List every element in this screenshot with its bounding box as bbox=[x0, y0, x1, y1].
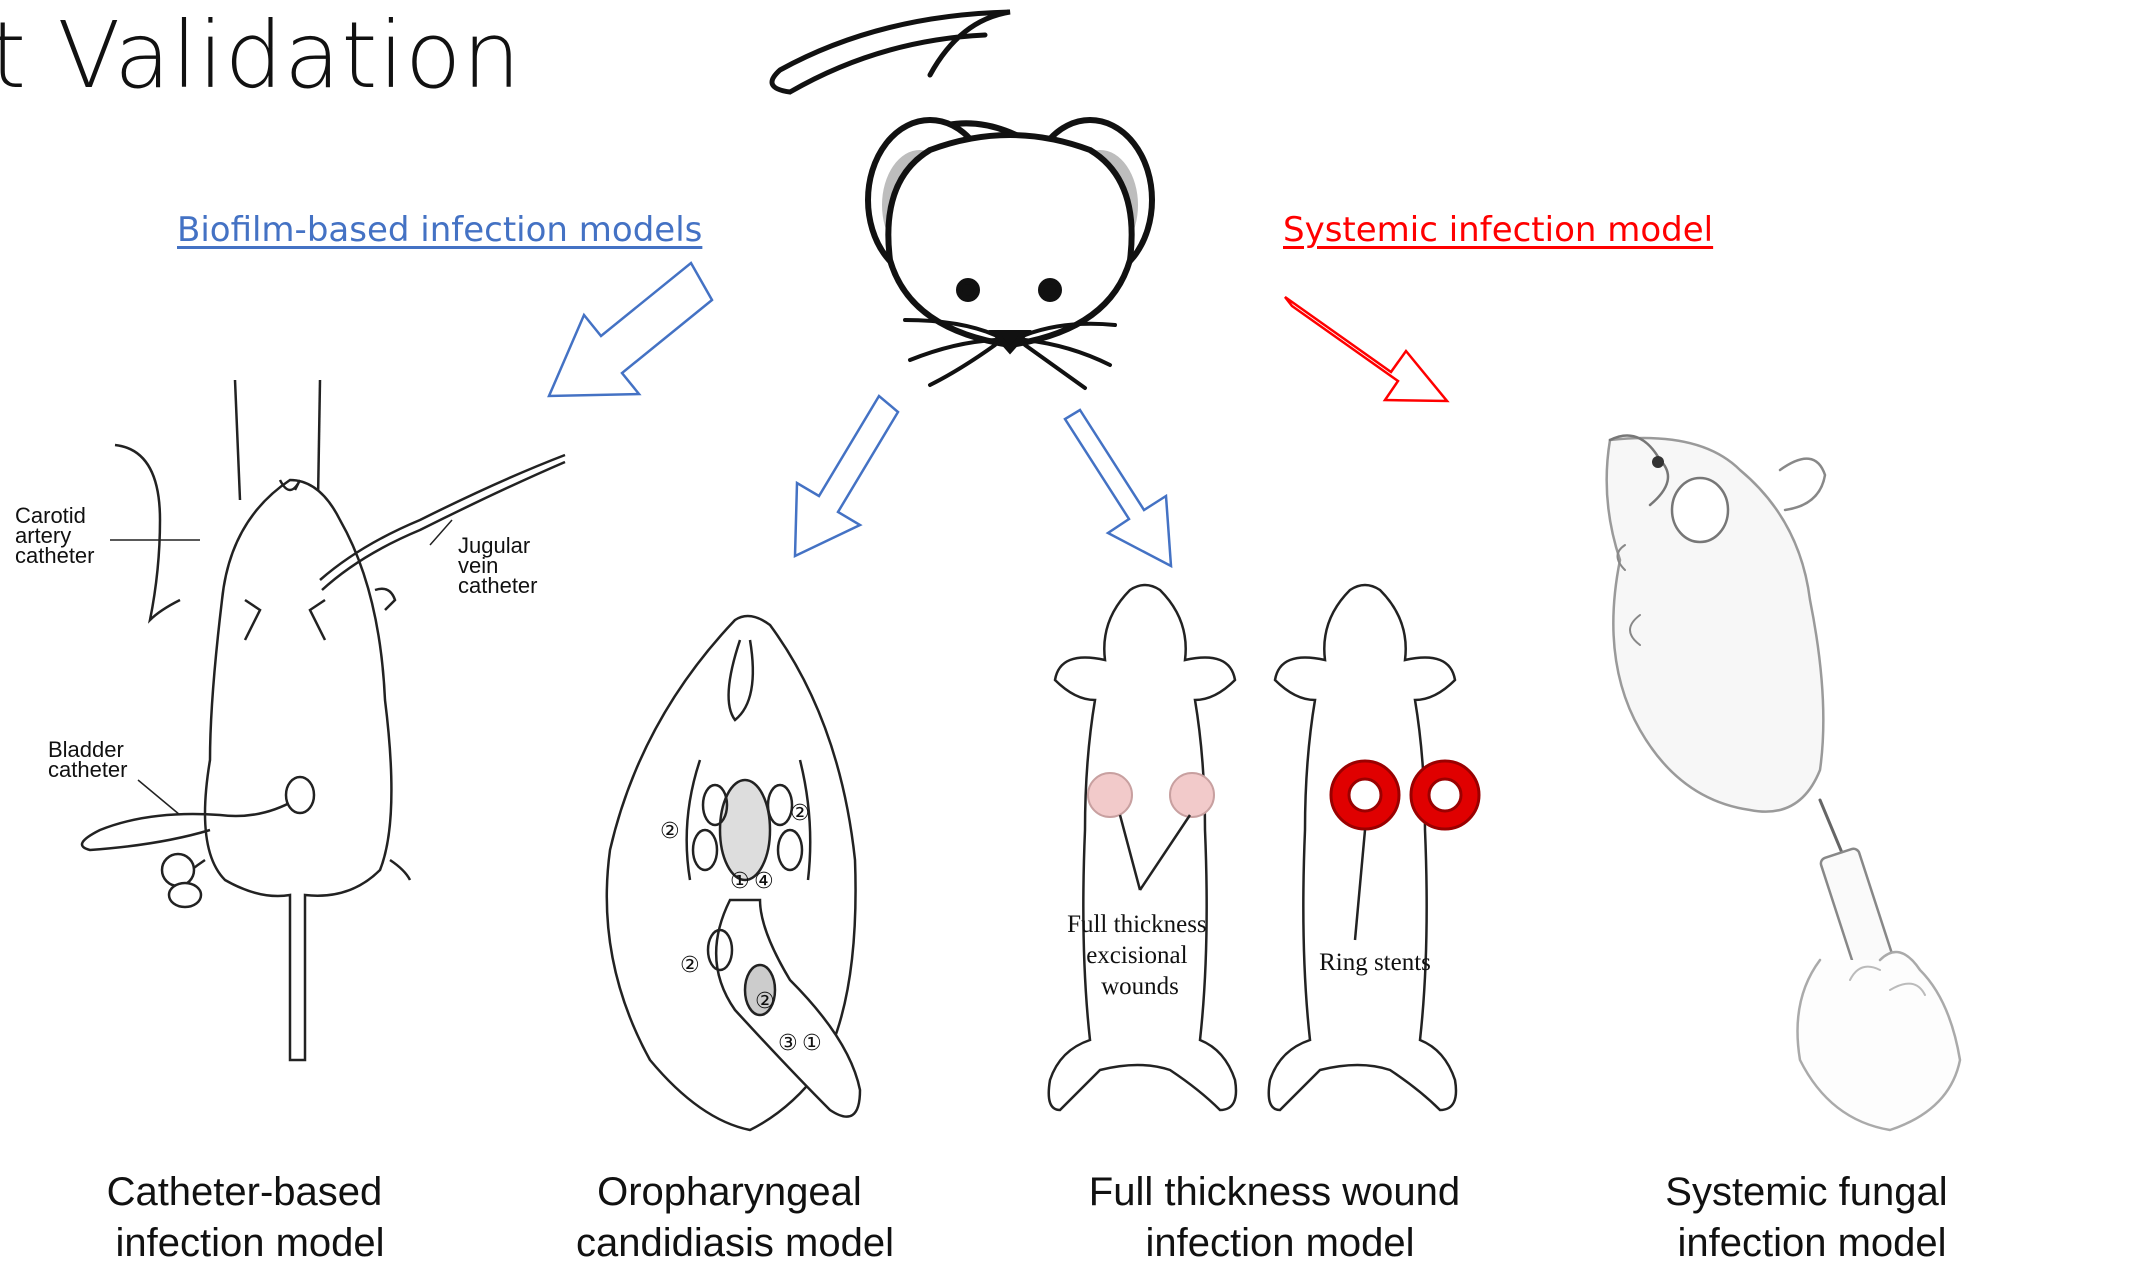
systemic-caption: Systemic fungal infection model bbox=[1665, 1170, 1958, 1261]
carotid-label: Carotid artery catheter bbox=[15, 503, 95, 568]
arrow-to-systemic-icon bbox=[1285, 297, 1447, 401]
catheter-caption: Catheter-based infection model bbox=[107, 1170, 394, 1261]
arrow-to-wound-icon bbox=[1065, 410, 1171, 566]
catheter-mouse-illustration bbox=[82, 380, 565, 1060]
systemic-injection-illustration bbox=[1607, 436, 1960, 1131]
arrow-to-oropharyngeal-icon bbox=[795, 396, 898, 556]
ring-stents-label: Ring stents bbox=[1319, 949, 1431, 976]
central-mouse-icon bbox=[772, 12, 1152, 388]
jugular-label: Jugular vein catheter bbox=[458, 533, 538, 598]
oropharyngeal-caption: Oropharyngeal candidiasis model bbox=[576, 1170, 894, 1261]
wound-mice-illustration bbox=[1049, 585, 1479, 1110]
arrow-to-catheter-icon bbox=[549, 263, 712, 396]
wound-caption: Full thickness wound infection model bbox=[1089, 1170, 1471, 1261]
bladder-label: Bladder catheter bbox=[48, 737, 130, 782]
